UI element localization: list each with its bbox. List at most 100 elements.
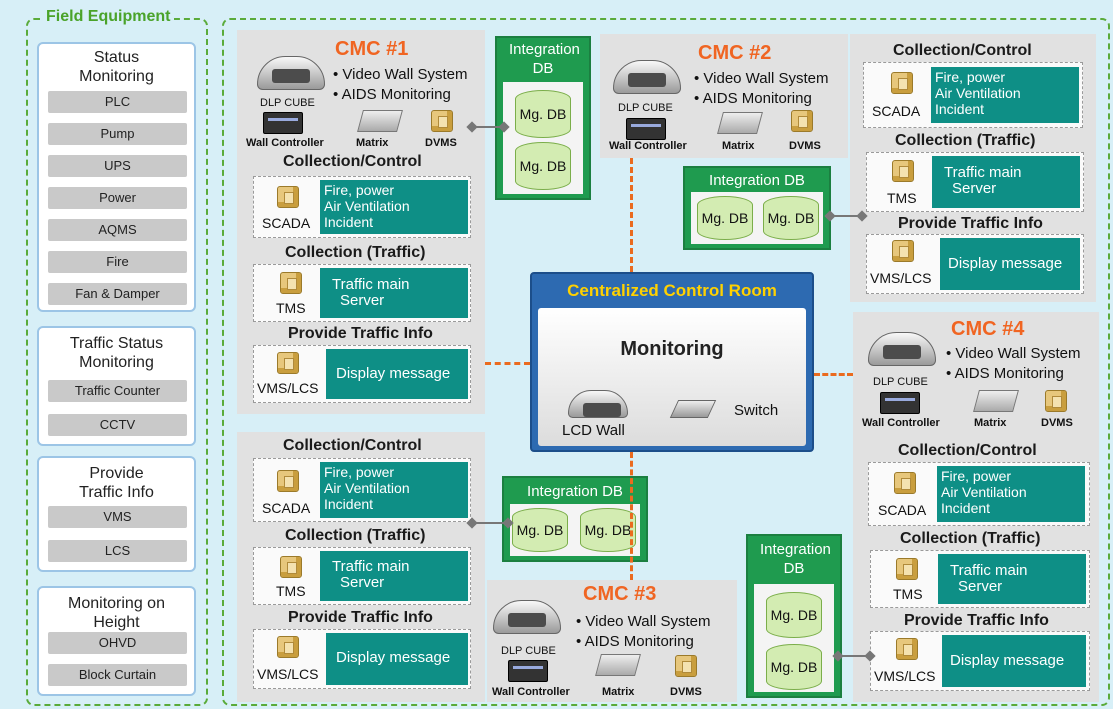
collection-traffic-heading: Collection (Traffic) xyxy=(285,244,426,261)
scada-line: Air Ventilation xyxy=(324,480,410,496)
link-cmc1-control-room xyxy=(485,362,530,365)
traffic-status-group: Traffic Status Monitoring Traffic Counte… xyxy=(37,326,196,446)
control-room-title: Centralized Control Room xyxy=(567,281,777,300)
matrix-icon xyxy=(357,110,403,132)
system-frame xyxy=(222,18,1110,706)
video-wall-label: • Video Wall System xyxy=(694,70,829,87)
cmc1-title: CMC #1 xyxy=(335,38,409,60)
field-item-power: Power xyxy=(48,187,187,209)
scada-line: Incident xyxy=(935,101,985,117)
field-item-aqms: AQMS xyxy=(48,219,187,241)
vms-description: Display message xyxy=(326,633,468,685)
field-item-plc: PLC xyxy=(48,91,187,113)
tms-line: Traffic main xyxy=(332,558,410,575)
field-item-traffic-counter: Traffic Counter xyxy=(48,380,187,402)
matrix-icon xyxy=(595,654,641,676)
tms-line: Traffic main xyxy=(332,276,410,293)
field-item-fire: Fire xyxy=(48,251,187,273)
tms-label: TMS xyxy=(887,190,917,206)
mg-db-cylinder: Mg. DB xyxy=(766,644,822,690)
scada-line: Air Ventilation xyxy=(324,198,410,214)
video-wall-label: • Video Wall System xyxy=(946,345,1081,362)
tms-line: Server xyxy=(340,292,385,309)
matrix-label: Matrix xyxy=(356,137,389,149)
aids-label: • AIDS Monitoring xyxy=(694,90,812,107)
dvms-label: DVMS xyxy=(670,686,702,698)
dvms-icon xyxy=(675,655,697,677)
tms-line: Server xyxy=(340,574,385,591)
aids-label: • AIDS Monitoring xyxy=(946,365,1064,382)
vms-description: Display message xyxy=(942,635,1086,687)
vms-icon xyxy=(896,638,918,660)
field-equipment-title: Field Equipment xyxy=(42,8,175,26)
dvms-label: DVMS xyxy=(1041,417,1073,429)
scada-line: Fire, power xyxy=(324,182,395,198)
cmc2-title: CMC #2 xyxy=(698,42,772,64)
matrix-label: Matrix xyxy=(722,140,755,152)
tms-line: Server xyxy=(958,578,1003,595)
tms-icon xyxy=(280,556,302,578)
vms-description: Display message xyxy=(940,238,1080,290)
collection-traffic-heading: Collection (Traffic) xyxy=(900,530,1041,547)
scada-line: Incident xyxy=(324,496,374,512)
lcd-wall-icon xyxy=(568,390,628,418)
dvms-icon xyxy=(1045,390,1067,412)
integration-db-cmc4: Integration DB Mg. DB Mg. DB xyxy=(746,534,842,698)
tms-line: Traffic main xyxy=(950,562,1028,579)
collection-control-heading: Collection/Control xyxy=(283,153,422,170)
tms-description: Traffic main Server xyxy=(932,156,1080,208)
monitoring-on-height-group: Monitoring on Height OHVD Block Curtain xyxy=(37,586,196,696)
dlp-cube-icon xyxy=(493,600,561,634)
tms-icon xyxy=(896,558,918,580)
mg-db-cylinder: Mg. DB xyxy=(512,508,568,552)
tms-icon xyxy=(280,272,302,294)
video-wall-label: • Video Wall System xyxy=(333,66,468,83)
cmc3-title: CMC #3 xyxy=(583,583,657,605)
field-item-ups: UPS xyxy=(48,155,187,177)
link-cmc3-control-room xyxy=(630,452,633,580)
dvms-icon xyxy=(431,110,453,132)
scada-line: Fire, power xyxy=(324,464,395,480)
group-title: Provide Traffic Info xyxy=(79,465,154,501)
scada-label: SCADA xyxy=(262,500,311,516)
field-item-ohvd: OHVD xyxy=(48,632,187,654)
dlp-cube-label: DLP CUBE xyxy=(618,102,673,114)
group-title: Traffic Status Monitoring xyxy=(69,335,164,371)
tms-line: Server xyxy=(952,180,997,197)
scada-description: Fire, power Air Ventilation Incident xyxy=(931,67,1079,123)
field-item-vms: VMS xyxy=(48,506,187,528)
integration-db-title: Integration DB xyxy=(709,172,805,189)
link-cmc2-control-room xyxy=(630,158,633,272)
wall-controller-label: Wall Controller xyxy=(862,417,940,429)
vms-line: Display message xyxy=(336,649,451,666)
scada-description: Fire, power Air Ventilation Incident xyxy=(937,466,1085,522)
collection-control-heading: Collection/Control xyxy=(283,437,422,454)
tms-line: Traffic main xyxy=(944,164,1022,181)
tms-description: Traffic main Server xyxy=(320,551,468,601)
collection-traffic-heading: Collection (Traffic) xyxy=(895,132,1036,149)
link-cmc2-db xyxy=(829,215,865,217)
collection-control-heading: Collection/Control xyxy=(898,442,1037,459)
group-title: Status Monitoring xyxy=(79,49,154,85)
mg-db-cylinder: Mg. DB xyxy=(580,508,636,552)
scada-icon xyxy=(277,470,299,492)
vms-description: Display message xyxy=(326,349,468,399)
monitoring-label: Monitoring xyxy=(620,338,724,360)
tms-label: TMS xyxy=(893,586,923,602)
collection-control-heading: Collection/Control xyxy=(893,42,1032,59)
matrix-icon xyxy=(973,390,1019,412)
vms-icon xyxy=(892,240,914,262)
tms-description: Traffic main Server xyxy=(938,554,1086,604)
mg-db-cylinder: Mg. DB xyxy=(515,142,571,190)
vms-line: Display message xyxy=(950,652,1065,669)
dlp-cube-icon xyxy=(257,56,325,90)
wall-controller-icon xyxy=(508,660,548,682)
vms-icon xyxy=(277,352,299,374)
mg-db-cylinder: Mg. DB xyxy=(766,592,822,638)
provide-traffic-info-heading: Provide Traffic Info xyxy=(904,612,1049,629)
integration-db-cmc1: Integration DB Mg. DB Mg. DB xyxy=(495,36,591,200)
wall-controller-label: Wall Controller xyxy=(246,137,324,149)
integration-db-cmc2: Integration DB Mg. DB Mg. DB xyxy=(683,166,831,250)
matrix-icon xyxy=(717,112,763,134)
wall-controller-label: Wall Controller xyxy=(609,140,687,152)
